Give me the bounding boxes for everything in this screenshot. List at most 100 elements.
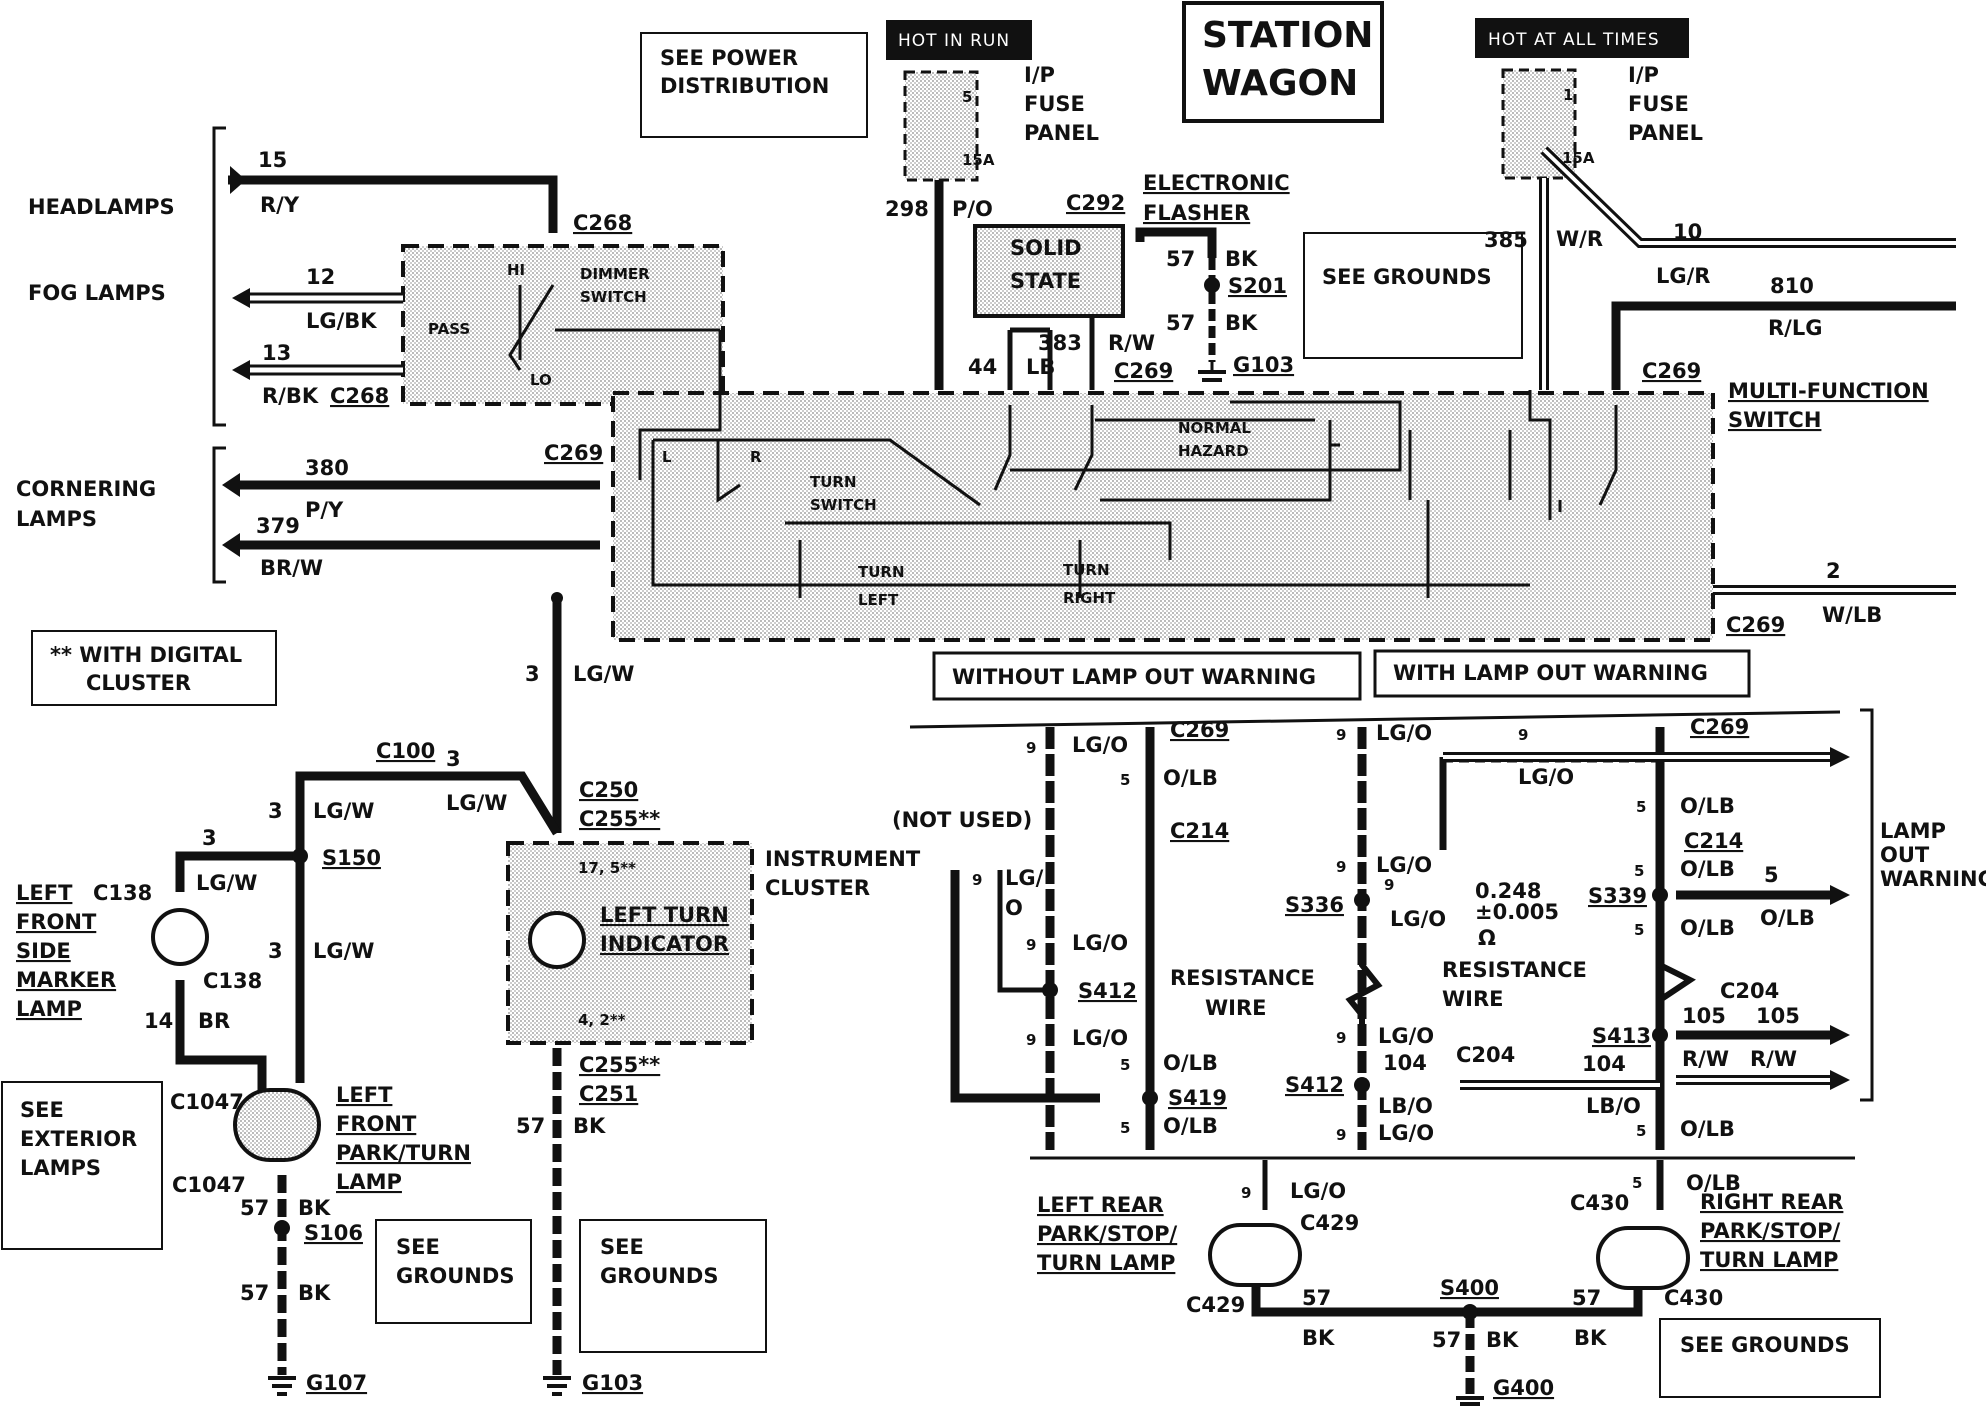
lr-lamp-2: PARK/STOP/	[1037, 1222, 1178, 1246]
w14-num: 14	[144, 1009, 173, 1033]
with-lamp-out-label: WITH LAMP OUT WARNING	[1393, 661, 1708, 685]
fuse-panel-right-1: I/P	[1628, 63, 1659, 87]
w13-num: 13	[262, 341, 291, 365]
w5-num-g: 5	[1634, 921, 1644, 939]
title-line1: STATION	[1202, 15, 1373, 56]
fuse-panel-right-3: PANEL	[1628, 121, 1703, 145]
mfs-label-2: SWITCH	[1728, 408, 1821, 432]
dimmer-hi: HI	[507, 261, 525, 279]
resistance-wire	[1345, 945, 1696, 1030]
w105-color-a: R/W	[1682, 1047, 1729, 1071]
headlamps-label: HEADLAMPS	[28, 195, 175, 219]
w57-num-top2: 57	[1166, 311, 1195, 335]
lr-lamp-1: LEFT REAR	[1037, 1193, 1164, 1217]
c429-bottom: C429	[1186, 1293, 1245, 1317]
switch-r: R	[750, 448, 762, 466]
hot-at-all-times-label: HOT AT ALL TIMES	[1488, 30, 1660, 50]
s106: S106	[304, 1221, 363, 1245]
fuse-panel-left-3: PANEL	[1024, 121, 1099, 145]
c204-b: C204	[1720, 979, 1779, 1003]
digital-cluster-1: ** WITH DIGITAL	[50, 643, 242, 667]
c269-right: C269	[1726, 613, 1785, 637]
exterior-lamps-1: SEE	[20, 1098, 64, 1122]
c138-bottom: C138	[203, 969, 262, 993]
w12-color: LG/BK	[306, 309, 377, 333]
splices	[274, 277, 1668, 1320]
c214-a: C214	[1170, 819, 1229, 843]
lr-lamp-3: TURN LAMP	[1037, 1251, 1175, 1275]
g103-top: G103	[1233, 353, 1294, 377]
w9-color-h: LG/O	[1390, 907, 1446, 931]
w10-color: LG/R	[1656, 264, 1710, 288]
without-lamp-out-box	[932, 651, 1362, 701]
c268-bottom: C268	[330, 384, 389, 408]
w57-num-top: 57	[1166, 247, 1195, 271]
hot-in-run-label: HOT IN RUN	[898, 31, 1010, 51]
fuse-box-left	[903, 70, 979, 182]
station-wagon-box	[1182, 1, 1384, 123]
w5-num-rear: 5	[1632, 1174, 1642, 1192]
c255-bottom: C255**	[579, 1053, 660, 1077]
c269-left: C269	[544, 441, 603, 465]
c1047-bottom: C1047	[172, 1173, 246, 1197]
wires	[175, 146, 1956, 1395]
fuse-left-num: 5	[962, 88, 972, 106]
w44-num: 44	[968, 355, 997, 379]
w57-color-top: BK	[1225, 247, 1258, 271]
ground-symbols	[268, 370, 1484, 1406]
c430-top: C430	[1570, 1191, 1629, 1215]
hot-at-all-times-tag	[1475, 18, 1689, 58]
w5-color-g: O/LB	[1680, 916, 1735, 940]
hazard-label: HAZARD	[1178, 442, 1249, 460]
w57-color-cluster: BK	[573, 1114, 606, 1138]
solid-state-2: STATE	[1010, 269, 1081, 293]
w9-num-g: 9	[1336, 858, 1346, 876]
w298-num: 298	[885, 197, 929, 221]
w5-color-e: O/LB	[1680, 857, 1735, 881]
w9-color-g: LG/O	[1376, 853, 1432, 877]
g400: G400	[1493, 1376, 1554, 1400]
w5-num-e: 5	[1634, 862, 1644, 880]
lamps	[151, 908, 1690, 1290]
fuse-right-num: 1	[1563, 86, 1573, 104]
power-distribution-box	[640, 32, 868, 138]
c255-top: C255**	[579, 807, 660, 831]
w5-num-f: 5	[1764, 863, 1779, 887]
w3-color-left: LG/W	[313, 799, 374, 823]
instrument-cluster-1: INSTRUMENT	[765, 847, 921, 871]
arrowheads	[222, 288, 1850, 1090]
w9-color-f: LG/O	[1518, 765, 1574, 789]
w10-num: 10	[1673, 220, 1702, 244]
fuse-left-amp: 15A	[962, 151, 995, 169]
c251: C251	[579, 1082, 638, 1106]
w57-num-cluster: 57	[516, 1114, 545, 1138]
w5-color-h: O/LB	[1680, 1117, 1735, 1141]
without-lamp-out-label: WITHOUT LAMP OUT WARNING	[952, 665, 1316, 689]
g107: G107	[306, 1371, 367, 1395]
w5-color-a: O/LB	[1163, 766, 1218, 790]
fog-lamps-label: FOG LAMPS	[28, 281, 166, 305]
w5-color-rear: O/LB	[1686, 1171, 1741, 1195]
w9-color-c: LG/O	[1072, 931, 1128, 955]
hot-in-run-tag	[886, 20, 1032, 60]
exterior-lamps-3: LAMPS	[20, 1156, 101, 1180]
turn-right-2: RIGHT	[1063, 589, 1116, 607]
w9-color-rear: LG/O	[1290, 1179, 1346, 1203]
w9-num-i: 9	[1336, 1029, 1346, 1047]
w15-color: R/Y	[260, 193, 300, 217]
w104-color-a: LB/O	[1378, 1094, 1433, 1118]
w298-color: P/O	[952, 197, 993, 221]
turn-left-2: LEFT	[858, 591, 899, 609]
w385-num: 385	[1484, 228, 1528, 252]
rr-lamp-2: PARK/STOP/	[1700, 1219, 1841, 1243]
w379-num: 379	[256, 514, 300, 538]
power-dist-line1: SEE POWER	[660, 46, 798, 70]
grounds-right: SEE GROUNDS	[1680, 1333, 1850, 1357]
switch-l: L	[662, 448, 672, 466]
w57-num-s106: 57	[240, 1196, 269, 1220]
fuse-box-right	[1501, 68, 1577, 180]
resistance-val-1: 0.248	[1475, 879, 1541, 903]
w3-num-lower: 3	[268, 939, 283, 963]
cornering-label-2: LAMPS	[16, 507, 97, 531]
turn-left-1: TURN	[858, 563, 905, 581]
